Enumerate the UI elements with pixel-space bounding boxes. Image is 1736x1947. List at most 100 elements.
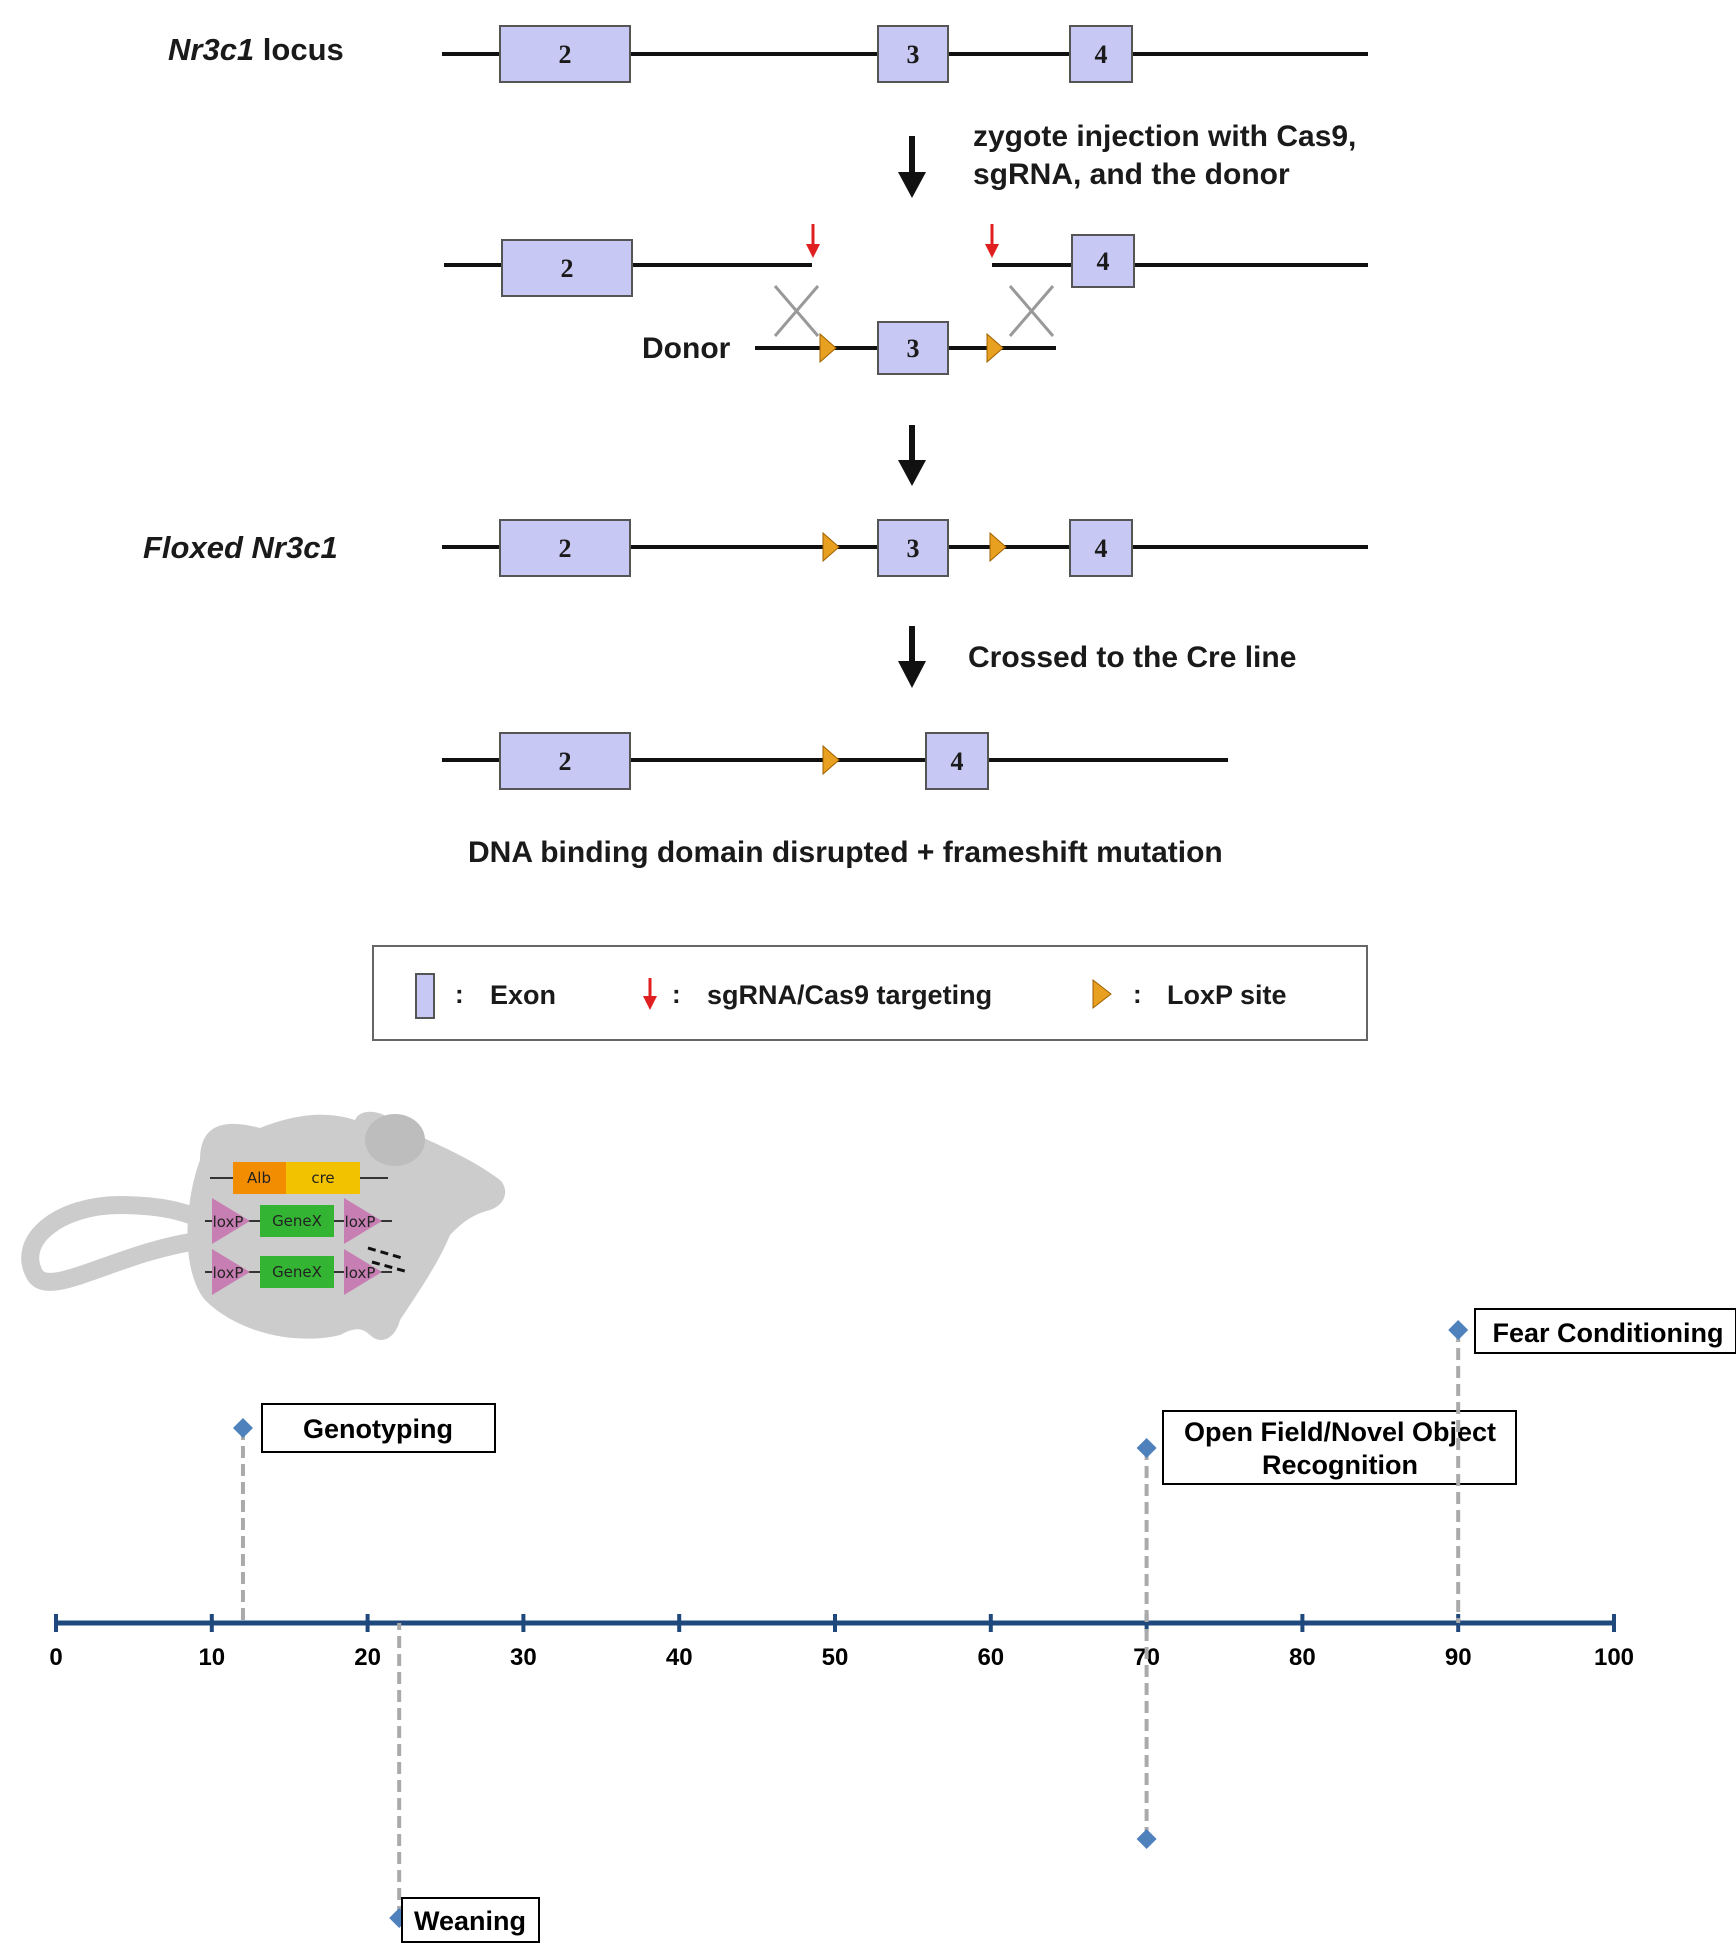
legend-box <box>372 945 1368 1041</box>
down-arrow-1 <box>898 136 926 198</box>
exon-2-label: 2 <box>559 40 572 69</box>
genex-label: GeneX <box>272 1263 322 1281</box>
loxp-icon <box>822 531 840 563</box>
exon-4 <box>1071 234 1135 288</box>
legend: : Exon : sgRNA/Cas9 targeting : LoxP sit… <box>372 945 1368 1041</box>
legend-exon-label: Exon <box>490 980 556 1010</box>
loxp-label: loxP <box>345 1264 376 1282</box>
loxp-label: loxP <box>213 1213 244 1231</box>
legend-loxp-label: LoxP site <box>1167 980 1287 1010</box>
event-label-box <box>401 1897 540 1943</box>
row-deleted: 2 4 <box>442 732 1228 790</box>
exon-2-label: 2 <box>559 534 572 563</box>
crossover-icon <box>1008 285 1055 337</box>
event-marker-icon <box>232 1418 253 1438</box>
exon-3-label: 3 <box>907 534 920 563</box>
exon-4-label: 4 <box>1097 247 1110 276</box>
exon-4-label: 4 <box>1095 534 1108 563</box>
timeline-tick-label: 80 <box>1289 1644 1316 1671</box>
exon-2 <box>499 25 631 83</box>
genex-block <box>260 1256 334 1288</box>
floxed-label: Floxed Nr3c1 <box>143 530 338 565</box>
cut-arrow-icon <box>985 224 999 258</box>
legend-sep: : <box>455 979 464 1009</box>
result-label: DNA binding domain disrupted + frameshif… <box>468 836 1223 869</box>
legend-cut-label: sgRNA/Cas9 targeting <box>707 980 992 1010</box>
loxp-triangle-icon <box>344 1249 382 1295</box>
loxp-icon <box>989 531 1007 563</box>
alb-block <box>233 1162 286 1194</box>
event-label-box <box>1474 1308 1736 1354</box>
row-targeting: 2 4 Donor 3 <box>444 224 1368 375</box>
event-label: Open Field/Novel Object <box>1184 1417 1496 1447</box>
legend-sep: : <box>1133 979 1142 1009</box>
locus-gene-name: Nr3c1 <box>168 32 254 67</box>
timeline-tick-label: 90 <box>1445 1644 1472 1671</box>
timeline-tick-label: 50 <box>822 1644 849 1671</box>
loxp-icon <box>819 332 837 364</box>
event-label: Fear Conditioning <box>1493 1318 1724 1348</box>
timeline-tick-label: 20 <box>354 1644 381 1671</box>
exon-2 <box>499 732 631 790</box>
exon-2-label: 2 <box>561 254 574 283</box>
event-label: Recognition <box>1262 1450 1418 1480</box>
timeline-tick-label: 100 <box>1594 1644 1634 1671</box>
loxp-swatch-icon <box>1092 978 1112 1010</box>
event-marker-icon <box>1448 1320 1469 1340</box>
crossover-icon <box>773 285 820 337</box>
timeline-chart: 0102030405060708090100 GenotypingWeaning… <box>49 1308 1736 1943</box>
exon-2 <box>501 239 633 297</box>
mouse-tail <box>21 1195 214 1291</box>
event-marker-icon <box>1136 1438 1157 1458</box>
genex-block <box>260 1205 334 1237</box>
loxp-triangle-icon <box>212 1249 250 1295</box>
exon-4-label: 4 <box>1095 40 1108 69</box>
event-label-box <box>261 1403 496 1453</box>
genex-label: GeneX <box>272 1212 322 1230</box>
legend-sep: : <box>672 979 681 1009</box>
down-arrow-3 <box>898 626 926 688</box>
loxp-label: loxP <box>213 1264 244 1282</box>
event-marker-icon <box>1136 1829 1157 1849</box>
locus-suffix: locus <box>254 32 344 67</box>
exon-4 <box>1069 519 1133 577</box>
step1-label-line2: sgRNA, and the donor <box>973 158 1290 191</box>
loxp-label: loxP <box>345 1213 376 1231</box>
loxp-triangle-icon <box>212 1198 250 1244</box>
loxp-icon <box>986 332 1004 364</box>
down-arrow-2 <box>898 425 926 486</box>
event-label: Genotyping <box>303 1414 453 1444</box>
exon-3 <box>877 25 949 83</box>
exon-4 <box>925 732 989 790</box>
mouse-whiskers <box>367 1246 409 1274</box>
exon-2 <box>499 519 631 577</box>
row-floxed: Floxed Nr3c1 2 3 4 <box>143 519 1368 577</box>
exon-3 <box>877 519 949 577</box>
cre-label: cre <box>311 1169 334 1187</box>
timeline-tick-label: 40 <box>666 1644 693 1671</box>
exon-4 <box>1069 25 1133 83</box>
cut-arrow-icon <box>806 224 820 258</box>
exon-3-label: 3 <box>907 334 920 363</box>
mouse-ear <box>365 1114 425 1166</box>
timeline-tick-label: 60 <box>977 1644 1004 1671</box>
loxp-icon <box>822 744 840 776</box>
alb-label: Alb <box>247 1169 271 1187</box>
exon-3 <box>877 321 949 375</box>
timeline-tick-label: 0 <box>49 1644 62 1671</box>
row-locus: Nr3c1 locus 2 3 4 <box>168 25 1368 83</box>
exon-2-label: 2 <box>559 747 572 776</box>
exon-3-label: 3 <box>907 40 920 69</box>
mouse-illustration: Alb cre loxP GeneX loxP loxP GeneX loxP <box>21 1111 506 1340</box>
cre-block <box>286 1162 360 1194</box>
event-label: Weaning <box>414 1906 526 1936</box>
exon-4-label: 4 <box>951 747 964 776</box>
donor-label: Donor <box>642 332 731 365</box>
step1-label-line1: zygote injection with Cas9, <box>973 120 1356 153</box>
cut-arrow-icon <box>643 978 657 1010</box>
svg-text:Nr3c1 locus: Nr3c1 locus <box>168 32 344 67</box>
loxp-triangle-icon <box>344 1198 382 1244</box>
exon-swatch-icon <box>415 973 435 1019</box>
